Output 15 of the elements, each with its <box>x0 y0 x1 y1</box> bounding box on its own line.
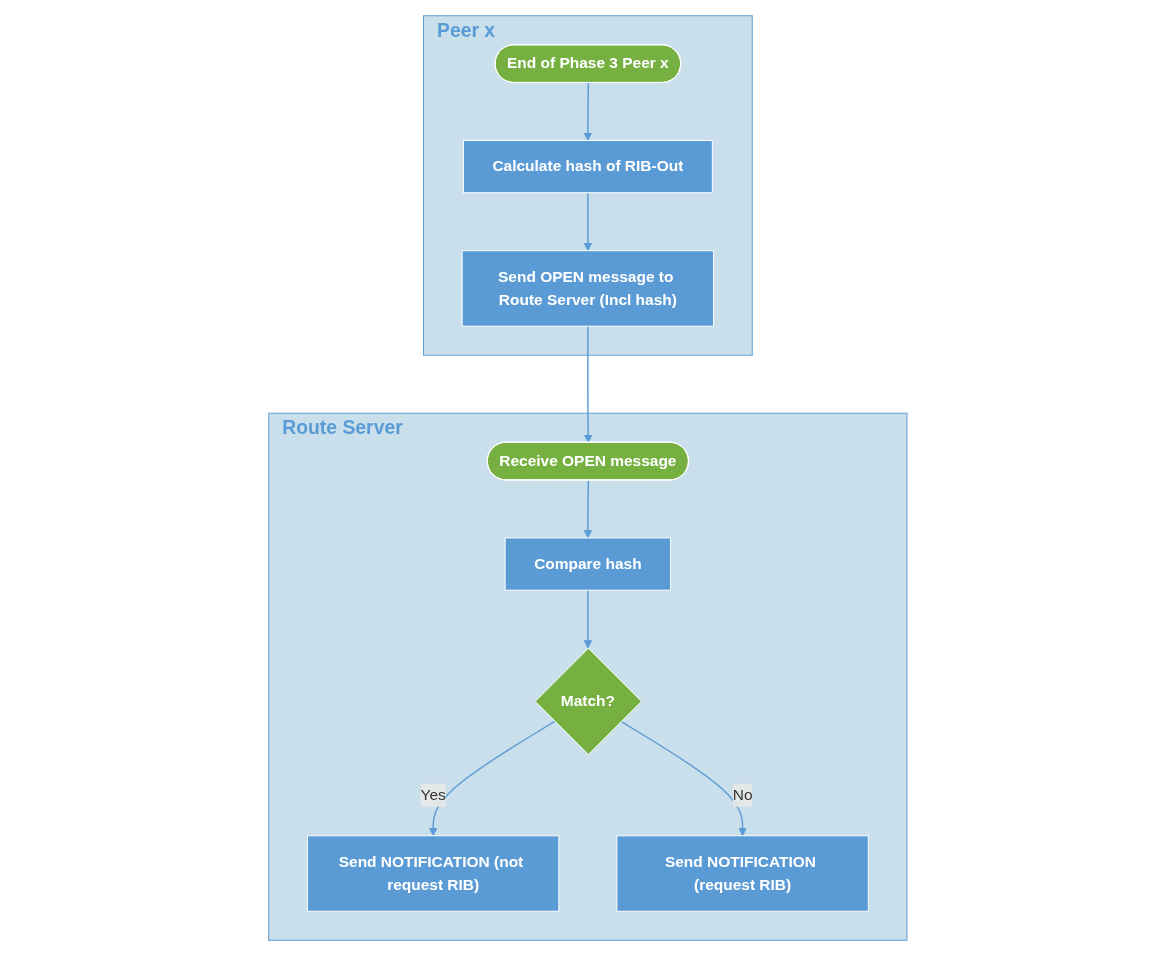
arrow <box>583 191 593 251</box>
node-box: Send NOTIFICATION (not request RIB) <box>307 834 560 912</box>
arrow <box>584 324 593 443</box>
arrow <box>620 720 747 836</box>
node-box: Send NOTIFICATION (request RIB) <box>616 834 869 912</box>
node-box: Send OPEN message to Route Server (Incl hash) <box>461 249 715 327</box>
arrow <box>583 479 593 538</box>
arrow <box>583 81 593 141</box>
node-box: Compare hash <box>504 536 672 591</box>
arrow <box>583 588 593 649</box>
edge-label: No <box>732 785 753 803</box>
arrow <box>429 720 556 836</box>
node-box: Calculate hash of RIB-Out <box>463 139 713 193</box>
edge-label: Yes <box>420 785 446 803</box>
node-diamond: Match? <box>534 647 643 755</box>
